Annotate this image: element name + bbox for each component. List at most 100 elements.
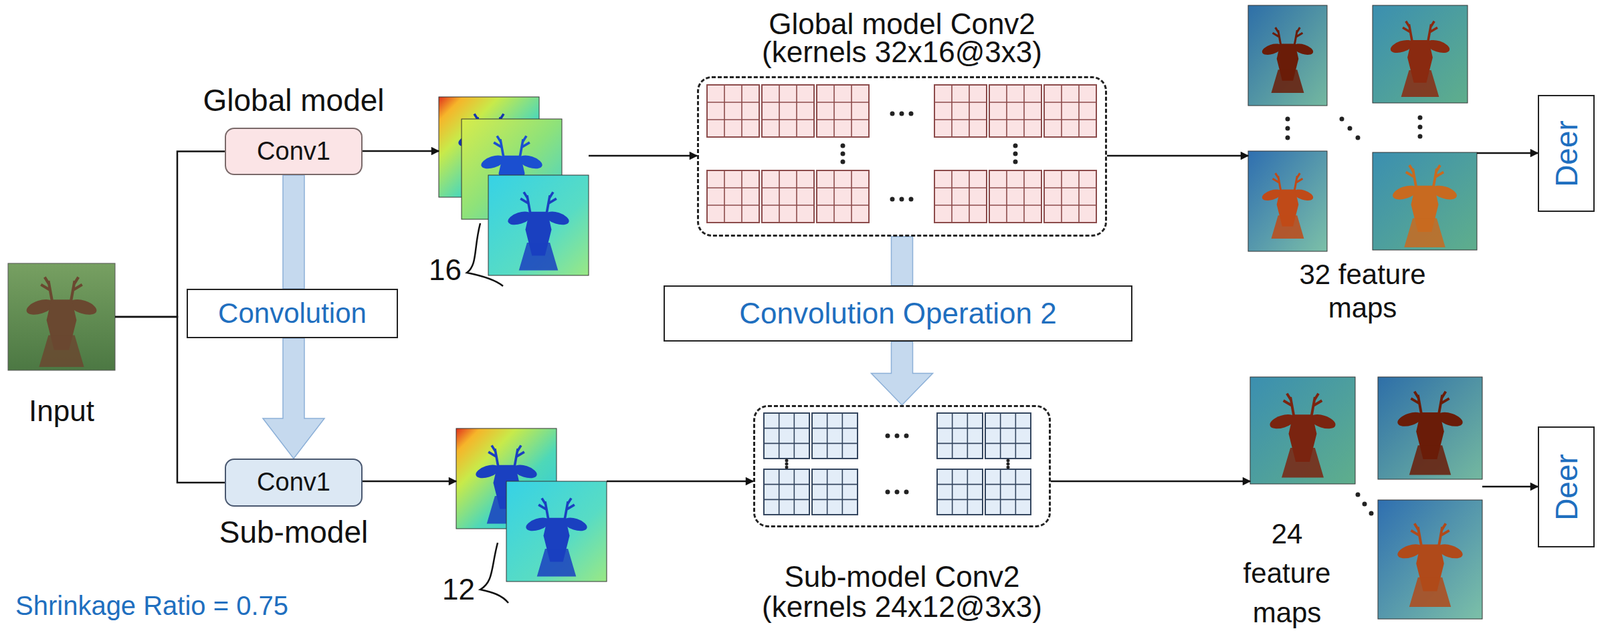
text-slot: 32 feature maps (1272, 258, 1453, 326)
text-slot: 24 feature maps (1230, 515, 1344, 633)
transfer-arrow (871, 341, 934, 406)
text-slot: 16 (428, 253, 462, 288)
node-text: Conv1 (256, 468, 331, 498)
ellipsis-dots (785, 434, 1011, 495)
text-slot: Sub-model (219, 515, 368, 551)
feature-map (1250, 377, 1356, 485)
flow-connector (362, 480, 457, 483)
node-text: Conv1 (256, 137, 331, 167)
feature-map-stack: 12 (456, 428, 607, 582)
kernel-group: Sub-model Conv2(kernels 24x12@3x3) (753, 405, 1051, 528)
kernel-grid (934, 84, 987, 138)
kernel-grid (816, 170, 869, 223)
kernel-grid (1044, 84, 1097, 138)
deer-figure (1395, 391, 1465, 476)
text-slot: Deer (1548, 120, 1584, 188)
node-text: (kernels 24x12@3x3) (761, 590, 1043, 625)
operation-box: Convolution (186, 288, 398, 339)
deer-figure (1388, 21, 1451, 97)
deer-figure (1395, 523, 1465, 608)
feature-map (488, 175, 589, 276)
input-image (8, 263, 116, 371)
feature-map (1377, 500, 1483, 620)
text-slot: Sub-model Conv2 (783, 560, 1020, 595)
text-slot: Global model (202, 82, 384, 119)
kernel-grid (812, 413, 858, 459)
global-kernels (707, 84, 1097, 223)
feature-map (1248, 151, 1328, 252)
kernel-grid (707, 170, 760, 223)
node-text: Deer (1548, 120, 1584, 188)
sub-kernels (763, 413, 1031, 516)
deer-figure (506, 191, 571, 271)
node-text: Sub-model Conv2 (783, 560, 1020, 595)
kernel-grid (707, 84, 760, 138)
ellipsis-dots (1355, 492, 1374, 517)
feature-map (1248, 5, 1328, 106)
kernel-grid (934, 170, 987, 223)
input-node: Input (8, 263, 116, 371)
flow-connector (115, 317, 225, 483)
kernel-group: Global model Conv2(kernels 32x16@3x3) (696, 76, 1108, 237)
text-slot: Conv1 (256, 137, 331, 167)
layer-box: Global modelConv1 (224, 127, 363, 176)
ellipsis-dots (840, 111, 1019, 203)
kernel-grid (985, 469, 1031, 516)
node-text: 16 (428, 253, 462, 288)
layer-box: Conv1Sub-model (224, 458, 363, 508)
kernel-grid (937, 469, 983, 516)
kernel-grid (812, 469, 858, 516)
flow-connector (588, 155, 697, 158)
deer-figure (1391, 165, 1459, 248)
transfer-arrow (262, 338, 325, 459)
count-brace (466, 223, 504, 287)
node-text: 12 (442, 573, 475, 608)
class-output-box: Deer (1537, 426, 1595, 548)
deer-figure (1260, 173, 1315, 239)
class-output-box: Deer (1537, 94, 1595, 213)
count-brace (480, 543, 509, 604)
kernel-grid (763, 413, 810, 459)
transfer-arrow (282, 175, 305, 289)
node-text: Convolution (218, 297, 367, 330)
input-photo (8, 263, 116, 371)
conv1-feature-maps (438, 96, 607, 604)
text-slot: Conv1 (256, 468, 331, 498)
text-slot: Input (28, 394, 95, 429)
text-slot: Convolution (218, 297, 367, 330)
flow-connector (1476, 152, 1538, 155)
flow-connector (362, 150, 439, 153)
feature-map (1377, 377, 1483, 480)
kernel-grid (761, 170, 815, 223)
output-feature-maps: 32 feature maps (1248, 5, 1477, 252)
flow-connector (1107, 155, 1249, 158)
kernel-grid (989, 84, 1042, 138)
kernel-grid (989, 170, 1042, 223)
text-slot: Deer (1548, 454, 1584, 522)
flow-connector (606, 480, 754, 483)
text-slot: Convolution Operation 2 (739, 296, 1057, 332)
transfer-arrow (891, 236, 914, 286)
node-text: Global model (202, 82, 384, 119)
node-text: 24 feature maps (1230, 515, 1344, 633)
feature-map (1372, 152, 1477, 251)
node-text: Deer (1548, 454, 1584, 522)
deer-figure (1268, 393, 1338, 479)
feature-map-stack: 16 (438, 96, 589, 276)
label-slot: Shrinkage Ratio = 0.75 (15, 590, 289, 622)
text-slot: (kernels 24x12@3x3) (761, 590, 1043, 625)
kernel-grid (761, 84, 815, 138)
feature-map (1372, 5, 1468, 104)
node-text: Convolution Operation 2 (739, 296, 1057, 332)
text-slot: (kernels 32x16@3x3) (761, 35, 1043, 70)
global-output-maps (1248, 5, 1477, 252)
deer-figure (1260, 27, 1315, 93)
deer-figure (24, 277, 99, 368)
flow-connector (1050, 480, 1251, 483)
feature-map (506, 481, 607, 582)
output-feature-maps: 24 feature maps (1250, 377, 1483, 620)
kernel-grid (1044, 170, 1097, 223)
